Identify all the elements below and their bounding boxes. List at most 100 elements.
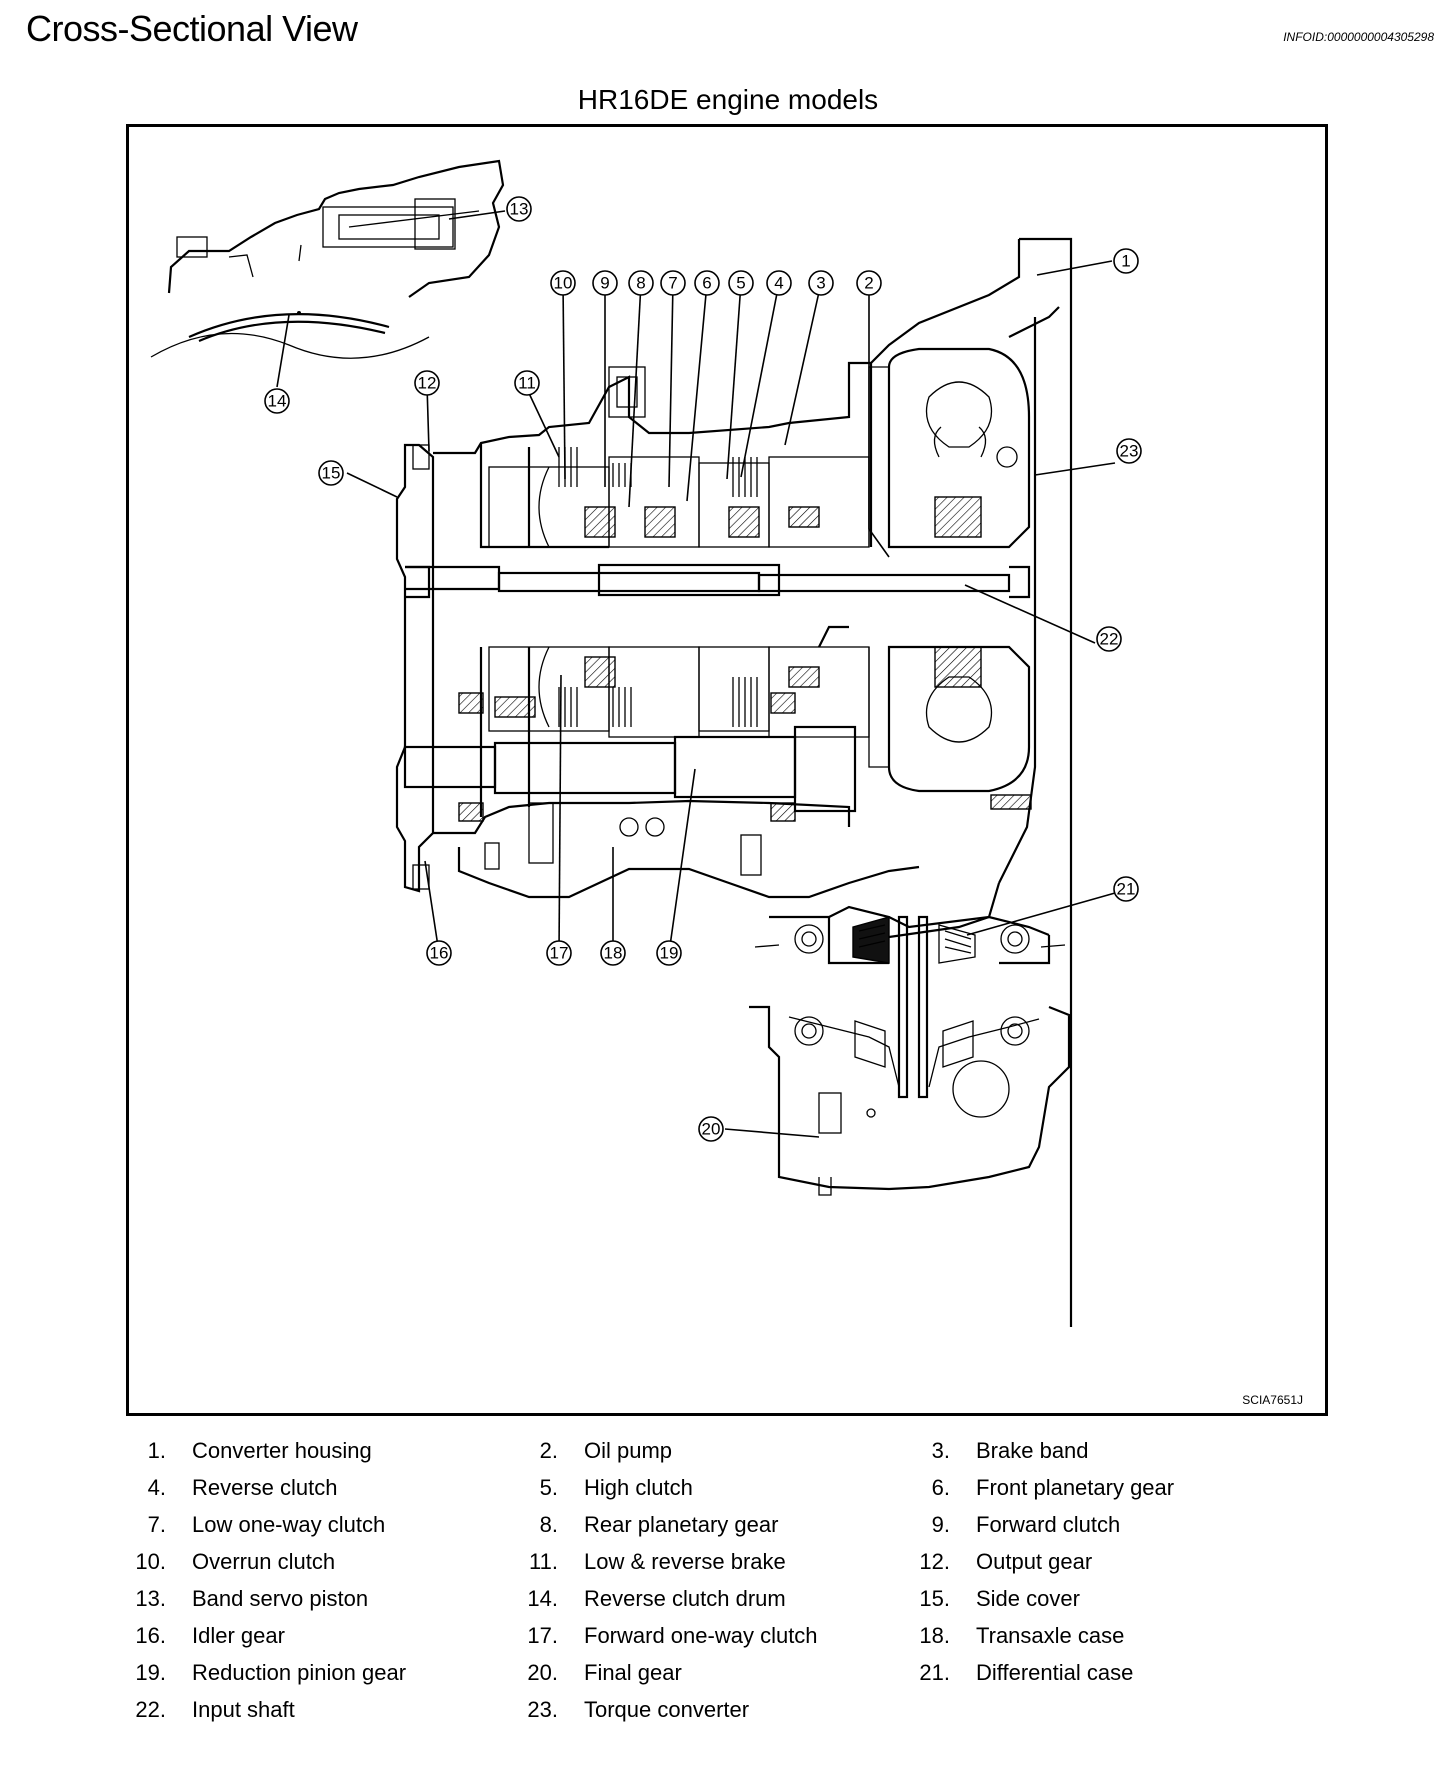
callout-14: 14 — [264, 388, 290, 414]
legend-label: Brake band — [976, 1438, 1089, 1463]
callout-12: 12 — [414, 370, 440, 396]
legend-label: Overrun clutch — [192, 1549, 336, 1574]
callout-18: 18 — [600, 940, 626, 966]
legend-number: 17. — [527, 1623, 558, 1648]
legend-label: Side cover — [976, 1586, 1080, 1611]
legend-number: 22. — [135, 1697, 166, 1722]
legend-number: 16. — [135, 1623, 166, 1648]
page-title: Cross-Sectional View — [26, 8, 358, 49]
callout-17: 17 — [546, 940, 572, 966]
legend-label: Band servo piston — [192, 1586, 369, 1611]
callout-label: 14 — [268, 392, 287, 411]
callout-label: 8 — [636, 274, 645, 293]
legend-number: 4. — [147, 1475, 166, 1500]
legend-number: 13. — [135, 1586, 166, 1611]
callout-10: 10 — [550, 270, 576, 296]
band-servo-inset — [150, 159, 505, 359]
figure-code: SCIA7651J — [1242, 1393, 1303, 1407]
legend-number: 15. — [919, 1586, 950, 1611]
legend-label: Torque converter — [584, 1697, 750, 1722]
callout-5: 5 — [728, 270, 754, 296]
callout-label: 16 — [430, 944, 449, 963]
callout-21: 21 — [1113, 876, 1139, 902]
callout-label: 19 — [660, 944, 679, 963]
callout-label: 13 — [510, 200, 529, 219]
legend-number: 20. — [527, 1660, 558, 1685]
legend-number: 5. — [539, 1475, 558, 1500]
legend-label: Front planetary gear — [976, 1475, 1175, 1500]
callout-6: 6 — [694, 270, 720, 296]
legend-number: 2. — [539, 1438, 558, 1463]
legend-label: Output gear — [976, 1549, 1093, 1574]
callout-3: 3 — [808, 270, 834, 296]
callout-9: 9 — [592, 270, 618, 296]
callout-label: 18 — [604, 944, 623, 963]
callout-label: 1 — [1121, 252, 1130, 271]
legend-number: 10. — [135, 1549, 166, 1574]
callout-23: 23 — [1116, 438, 1142, 464]
transaxle-cross-section-drawing: 1 2 3 4 5 6 7 8 9 10 11 12 13 14 15 16 1… — [150, 159, 1142, 1327]
callout-label: 6 — [702, 274, 711, 293]
callout-label: 3 — [816, 274, 825, 293]
callout-19: 19 — [656, 940, 682, 966]
legend-number: 11. — [529, 1549, 558, 1574]
callout-16: 16 — [426, 940, 452, 966]
callout-label: 20 — [702, 1120, 721, 1139]
callout-2: 2 — [856, 270, 882, 296]
callout-label: 21 — [1117, 880, 1136, 899]
legend-label: Reverse clutch drum — [584, 1586, 786, 1611]
cross-section-figure: 1 2 3 4 5 6 7 8 9 10 11 12 13 14 15 16 1… — [126, 124, 1328, 1416]
callout-label: 15 — [322, 464, 341, 483]
figure-subtitle: HR16DE engine models — [577, 84, 879, 115]
legend-label: Low & reverse brake — [584, 1549, 786, 1574]
info-id: INFOID:0000000004305298 — [1283, 30, 1434, 44]
legend-number: 14. — [527, 1586, 558, 1611]
legend-number: 1. — [147, 1438, 166, 1463]
legend-label: Oil pump — [584, 1438, 673, 1463]
callout-1: 1 — [1113, 248, 1139, 274]
converter-housing — [870, 237, 1073, 1327]
legend-number: 18. — [919, 1623, 950, 1648]
callout-label: 7 — [668, 274, 677, 293]
callout-13: 13 — [506, 196, 532, 222]
legend-label: Low one-way clutch — [192, 1512, 386, 1537]
input-shaft — [405, 563, 1031, 599]
callout-7: 7 — [660, 270, 686, 296]
callout-label: 5 — [736, 274, 745, 293]
legend-label: Transaxle case — [976, 1623, 1125, 1648]
legend-number: 19. — [135, 1660, 166, 1685]
callout-label: 23 — [1120, 442, 1139, 461]
differential-assembly — [749, 905, 1071, 1196]
callout-4: 4 — [766, 270, 792, 296]
callout-20: 20 — [698, 1116, 724, 1142]
legend-label: High clutch — [584, 1475, 693, 1500]
legend-number: 9. — [931, 1512, 950, 1537]
side-cover — [395, 443, 435, 893]
torque-converter — [868, 347, 1032, 810]
callout-label: 2 — [864, 274, 873, 293]
idler-and-reduction-shaft — [403, 692, 857, 876]
legend-number: 7. — [147, 1512, 166, 1537]
callout-label: 11 — [518, 374, 536, 393]
leader-lines — [276, 210, 1116, 1138]
callout-label: 17 — [550, 944, 569, 963]
legend-label: Differential case — [976, 1660, 1134, 1685]
callout-label: 22 — [1100, 630, 1119, 649]
callout-label: 4 — [774, 274, 783, 293]
legend-label: Reduction pinion gear — [192, 1660, 407, 1685]
legend-label: Converter housing — [192, 1438, 372, 1463]
callout-11: 11 — [514, 370, 540, 396]
legend-number: 12. — [919, 1549, 950, 1574]
callout-22: 22 — [1096, 626, 1122, 652]
callout-8: 8 — [628, 270, 654, 296]
legend-label: Input shaft — [192, 1697, 295, 1722]
legend-label: Rear planetary gear — [584, 1512, 779, 1537]
legend-label: Final gear — [584, 1660, 682, 1685]
legend-label: Reverse clutch — [192, 1475, 338, 1500]
callout-15: 15 — [318, 460, 344, 486]
legend-number: 23. — [527, 1697, 558, 1722]
legend-number: 6. — [931, 1475, 950, 1500]
clutch-plates-lower — [558, 677, 758, 727]
transaxle-case — [433, 361, 920, 899]
callout-label: 10 — [554, 274, 573, 293]
